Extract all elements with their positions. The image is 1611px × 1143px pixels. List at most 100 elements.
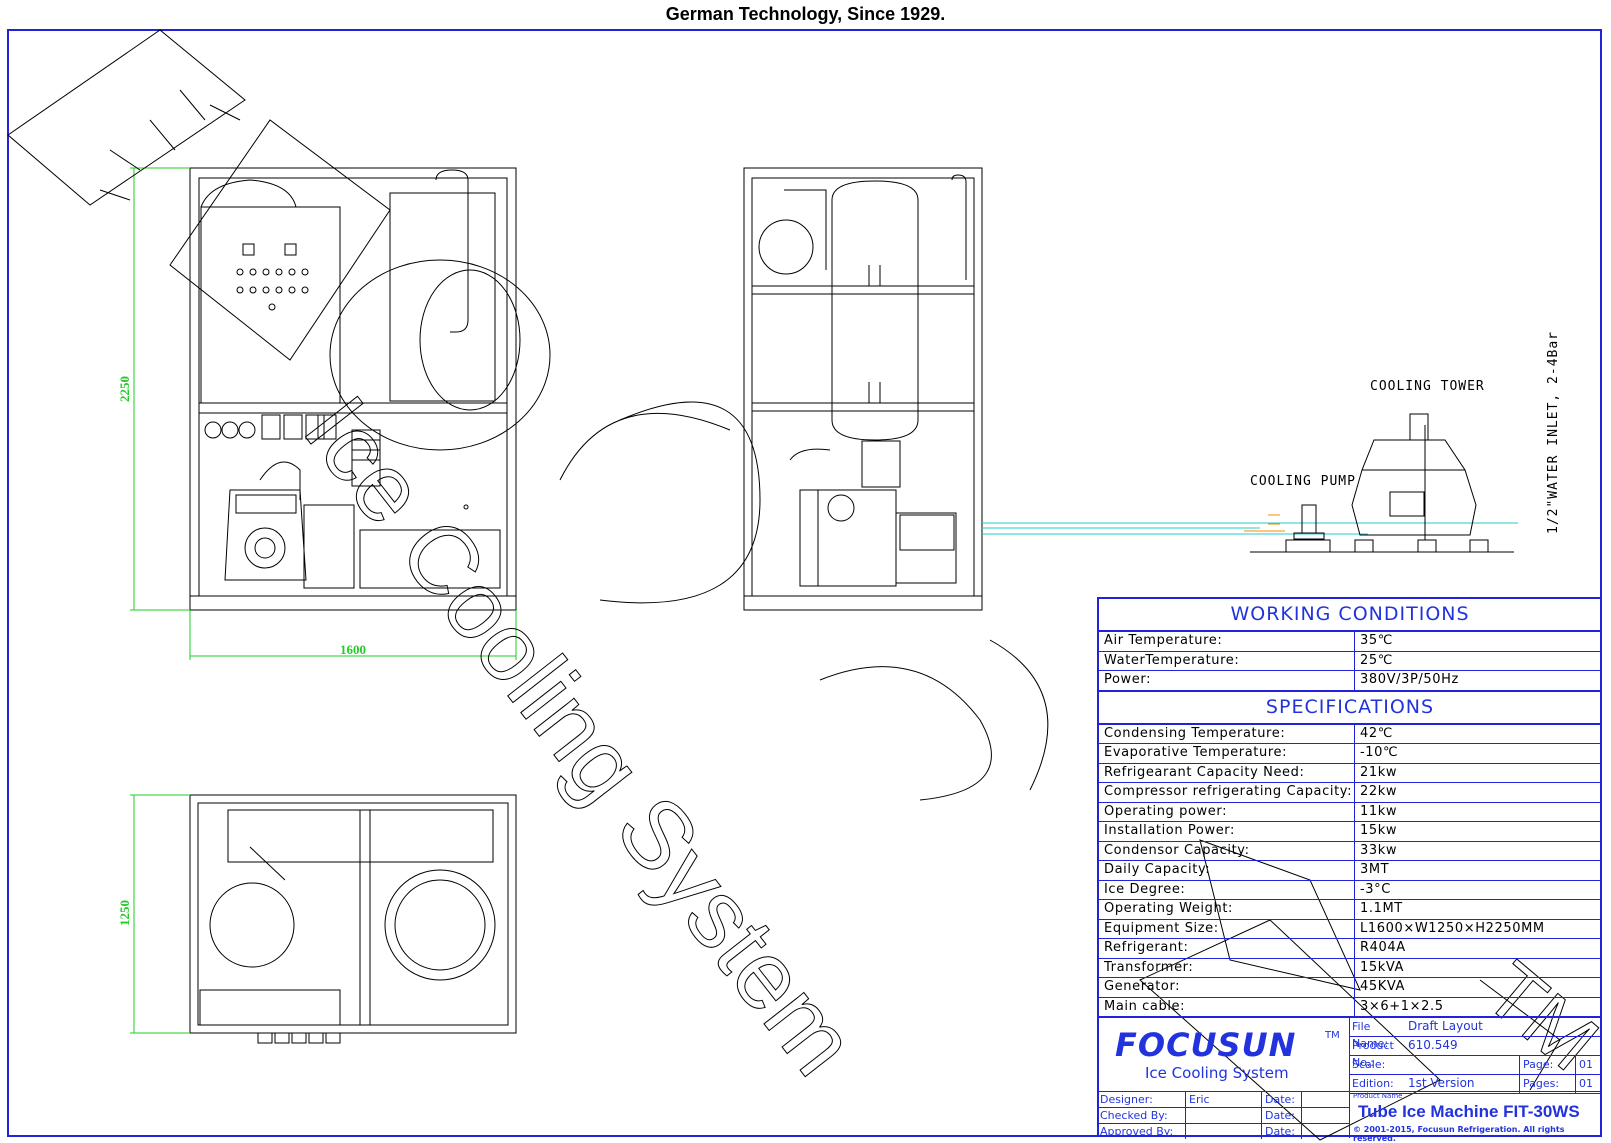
sign-row: Approved By: Date: — [1097, 1124, 1349, 1139]
water-level-marks — [1244, 514, 1285, 532]
water-inlet-label: 1/2"WATER INLET, 2-4Bar — [1546, 331, 1561, 534]
drawing-frame — [7, 29, 1602, 1137]
page-title: German Technology, Since 1929. — [665, 4, 946, 24]
pages-label: Pages: — [1519, 1075, 1575, 1093]
cooling-pipes — [982, 522, 1518, 535]
edition-value: 1st Version — [1408, 1076, 1475, 1090]
row-key: Operating power: — [1099, 802, 1355, 821]
table-row: Air Temperature: 35℃ — [1099, 632, 1601, 652]
table-row: Operating power: 11kw — [1099, 802, 1601, 822]
row-key: Condensing Temperature: — [1099, 724, 1355, 743]
row-value: 35℃ — [1360, 633, 1393, 648]
front-view — [189, 167, 517, 611]
row-key: Operating Weight: — [1099, 900, 1355, 919]
table-row: Main cable: 3×6+1×2.5 — [1099, 997, 1601, 1018]
company-logo: FOCUSUN — [1115, 1026, 1297, 1064]
table-row: Ice Degree:-3°C — [1099, 880, 1601, 900]
row-key: Installation Power: — [1099, 822, 1355, 841]
product-name-block: Product Name Tube Ice Machine FIT-30WS ©… — [1349, 1091, 1602, 1143]
working-conditions: WORKING CONDITIONS Air Temperature: 35℃ W… — [1099, 599, 1601, 692]
meta-row: Product No.: 610.549 — [1349, 1037, 1601, 1069]
meta-row: File Name: Draft Layout — [1349, 1018, 1601, 1050]
meta-row: Edition: 1st Version Pages: 01 — [1349, 1075, 1601, 1094]
table-row: Transformer: 15kVA — [1099, 958, 1601, 978]
row-key: Air Temperature: — [1099, 632, 1355, 651]
scale-label: Scale: — [1352, 1058, 1386, 1071]
table-row: Compressor refrigerating Capacity: 22kw — [1099, 783, 1601, 803]
specifications-heading: SPECIFICATIONS — [1099, 692, 1601, 725]
table-row: Condensing Temperature: 42℃ — [1099, 724, 1601, 744]
row-value: R404A — [1360, 940, 1406, 955]
row-value: 3×6+1×2.5 — [1360, 998, 1444, 1014]
row-key: Refrigearant Capacity Need: — [1099, 763, 1355, 782]
page-label: Page: — [1519, 1056, 1575, 1074]
row-key: Transformer: — [1099, 958, 1355, 977]
sign-off-block: Designer: Eric Date: Checked By: Date: A… — [1097, 1091, 1349, 1139]
date-label: Date: — [1262, 1092, 1302, 1107]
product-no-value: 610.549 — [1408, 1038, 1458, 1052]
table-row: Daily Capacity:3MT — [1099, 861, 1601, 881]
control-knobs — [236, 268, 309, 311]
watermark-outline — [7, 29, 1561, 1141]
table-row: Power: 380V/3P/50Hz — [1099, 671, 1601, 692]
file-name-label: File Name: — [1352, 1020, 1389, 1050]
row-value: L1600×W1250×H2250MM — [1360, 920, 1545, 936]
sign-row: Designer: Eric Date: — [1097, 1092, 1349, 1108]
date-label: Date: — [1262, 1124, 1302, 1139]
dimension-width-front: 1600 — [340, 642, 366, 657]
logo-area: FOCUSUN TM Ice Cooling System — [1097, 1018, 1350, 1091]
table-row: Refrigerant: R404A — [1099, 939, 1601, 959]
row-key: Equipment Size: — [1099, 919, 1355, 938]
row-key: Refrigerant: — [1099, 939, 1355, 958]
page-value: 01 — [1575, 1056, 1601, 1074]
title-block: FOCUSUN TM Ice Cooling System File Name:… — [1097, 1018, 1602, 1143]
table-row: Condensor Capacity: 33kw — [1099, 841, 1601, 861]
drawing-meta: File Name: Draft Layout Product No.: 610… — [1349, 1018, 1601, 1094]
working-conditions-heading: WORKING CONDITIONS — [1099, 599, 1601, 632]
table-row: Generator:45KVA — [1099, 978, 1601, 998]
row-key: WaterTemperature: — [1099, 651, 1355, 670]
row-value: -3°C — [1360, 881, 1391, 897]
row-value: 33kw — [1360, 842, 1398, 858]
row-key: Condensor Capacity: — [1099, 841, 1355, 860]
specifications: SPECIFICATIONS Condensing Temperature: 42… — [1099, 692, 1601, 1018]
file-name-value: Draft Layout — [1408, 1019, 1483, 1033]
table-row: Equipment Size: L1600×W1250×H2250MM — [1099, 919, 1601, 939]
cooling-pump — [1285, 504, 1331, 553]
row-key: Compressor refrigerating Capacity: — [1099, 783, 1355, 802]
logo-trademark: TM — [1325, 1030, 1340, 1041]
watermark-text: Ice Cooling System — [283, 377, 876, 1095]
product-no-label: Product No.: — [1352, 1039, 1394, 1069]
cooling-pump-label: COOLING PUMP — [1250, 474, 1356, 489]
designer-value: Eric — [1186, 1092, 1262, 1107]
date-value — [1302, 1092, 1349, 1107]
row-key: Daily Capacity: — [1099, 861, 1355, 880]
product-name-label: Product Name — [1353, 1092, 1403, 1100]
copyright: © 2001-2015, Focusun Refrigeration. All … — [1353, 1125, 1565, 1143]
row-value: 11kw — [1360, 803, 1398, 819]
date-label: Date: — [1262, 1108, 1302, 1123]
row-value: 22kw — [1360, 784, 1398, 799]
row-value: 380V/3P/50Hz — [1360, 672, 1459, 687]
row-value: 15kVA — [1360, 959, 1405, 975]
checked-by-label: Checked By: — [1097, 1108, 1186, 1123]
checked-by-value — [1186, 1108, 1262, 1123]
row-value: 45KVA — [1360, 979, 1406, 994]
row-value: 15kw — [1360, 823, 1398, 838]
row-value: 1.1MT — [1360, 901, 1403, 916]
row-key: Main cable: — [1099, 997, 1355, 1016]
front-dimensions — [130, 167, 517, 660]
date-value — [1302, 1108, 1349, 1123]
top-view — [189, 794, 517, 1044]
table-row: Installation Power: 15kw — [1099, 822, 1601, 842]
logo-subtitle: Ice Cooling System — [1145, 1064, 1289, 1082]
table-row: Evaporative Temperature:-10℃ — [1099, 744, 1601, 764]
table-row: Operating Weight: 1.1MT — [1099, 900, 1601, 920]
row-key: Power: — [1099, 671, 1355, 690]
row-value: 42℃ — [1360, 725, 1393, 741]
edition-label: Edition: — [1352, 1077, 1394, 1090]
row-key: Evaporative Temperature: — [1099, 744, 1355, 763]
sign-row: Checked By: Date: — [1097, 1108, 1349, 1124]
approved-by-value — [1186, 1124, 1262, 1139]
